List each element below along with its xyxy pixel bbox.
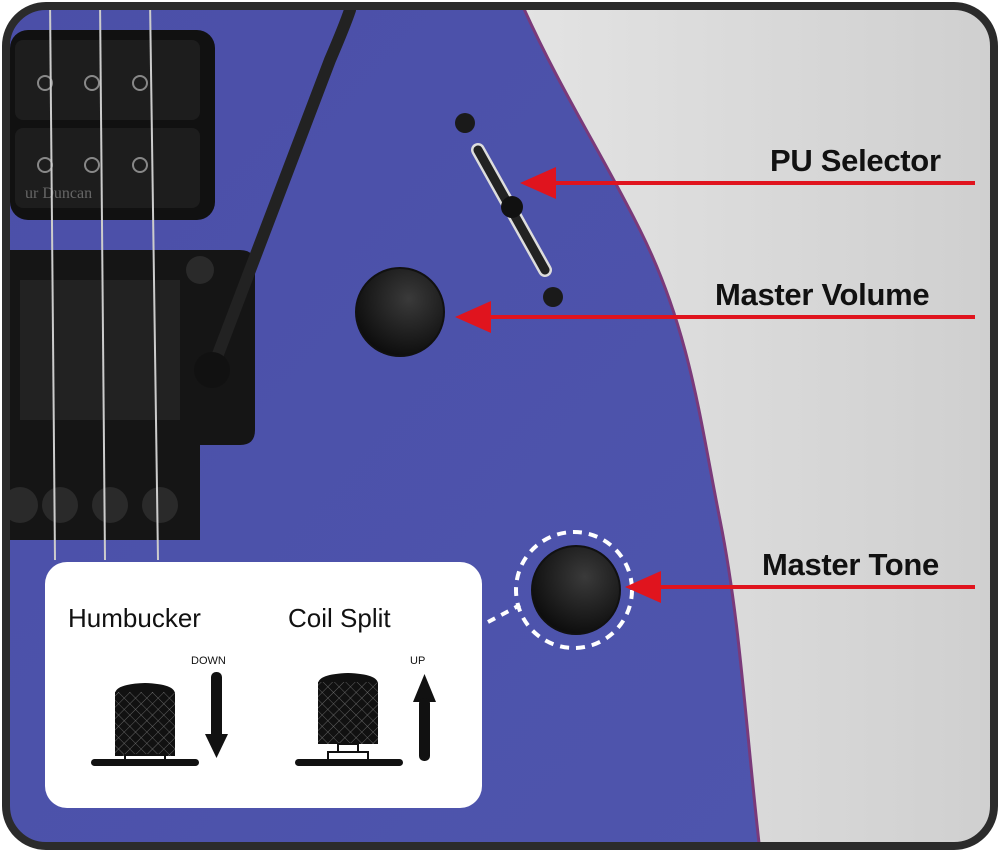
pu-selector-label: PU Selector <box>770 143 941 178</box>
up-arrow-icon <box>413 674 436 761</box>
master-volume-knob[interactable] <box>355 267 445 357</box>
humbucker-title: Humbucker <box>68 603 201 633</box>
down-arrow-icon <box>205 672 228 758</box>
humbucker-knob-diagram <box>91 683 199 766</box>
master-tone-knob[interactable] <box>531 545 621 635</box>
master-volume-label: Master Volume <box>715 277 930 312</box>
master-volume-arrow <box>455 301 975 333</box>
master-tone-arrow <box>625 571 975 603</box>
strings <box>49 8 159 561</box>
knob-position-inset: Humbucker Coil Split DOWN UP <box>45 562 482 808</box>
up-label: UP <box>410 655 426 667</box>
pu-selector-arrow <box>520 167 975 199</box>
coil-split-title: Coil Split <box>288 603 391 633</box>
humbucker-pickup: ur Duncan <box>10 30 215 220</box>
pu-selector-switch[interactable] <box>455 113 563 307</box>
tremolo-bridge <box>8 250 255 540</box>
down-label: DOWN <box>191 655 226 667</box>
coil-split-knob-diagram <box>295 673 403 766</box>
tremolo-arm <box>206 8 356 376</box>
master-tone-label: Master Tone <box>762 547 939 582</box>
pickup-logo: ur Duncan <box>25 185 92 202</box>
